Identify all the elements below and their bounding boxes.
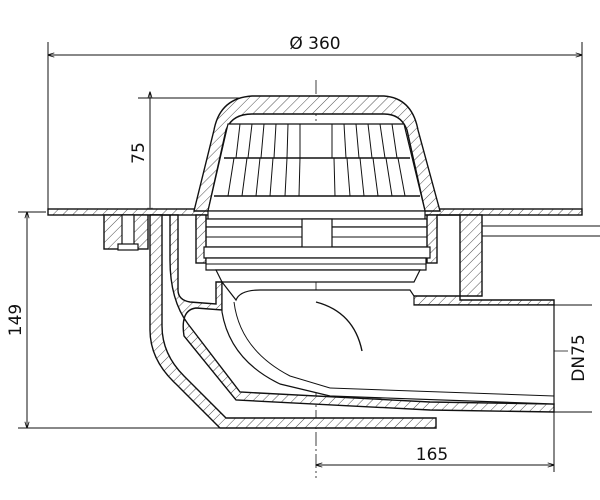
outlet-pipe <box>221 280 555 405</box>
dimension-labels: Ø 360 75 149 165 DN75 <box>6 34 589 465</box>
fixing-bolt <box>103 214 149 251</box>
outlet-length-label: 165 <box>416 445 448 465</box>
total-height-label: 149 <box>6 304 26 336</box>
dimension-lines <box>18 42 592 472</box>
drain-body <box>149 214 555 429</box>
right-wall <box>437 214 600 297</box>
leaf-guard <box>193 95 441 220</box>
guard-height-label: 75 <box>129 142 149 164</box>
guard-slots <box>227 123 406 197</box>
diameter-label: Ø 360 <box>289 34 340 54</box>
outlet-size-label: DN75 <box>569 334 589 381</box>
clamp-ring <box>195 214 438 283</box>
